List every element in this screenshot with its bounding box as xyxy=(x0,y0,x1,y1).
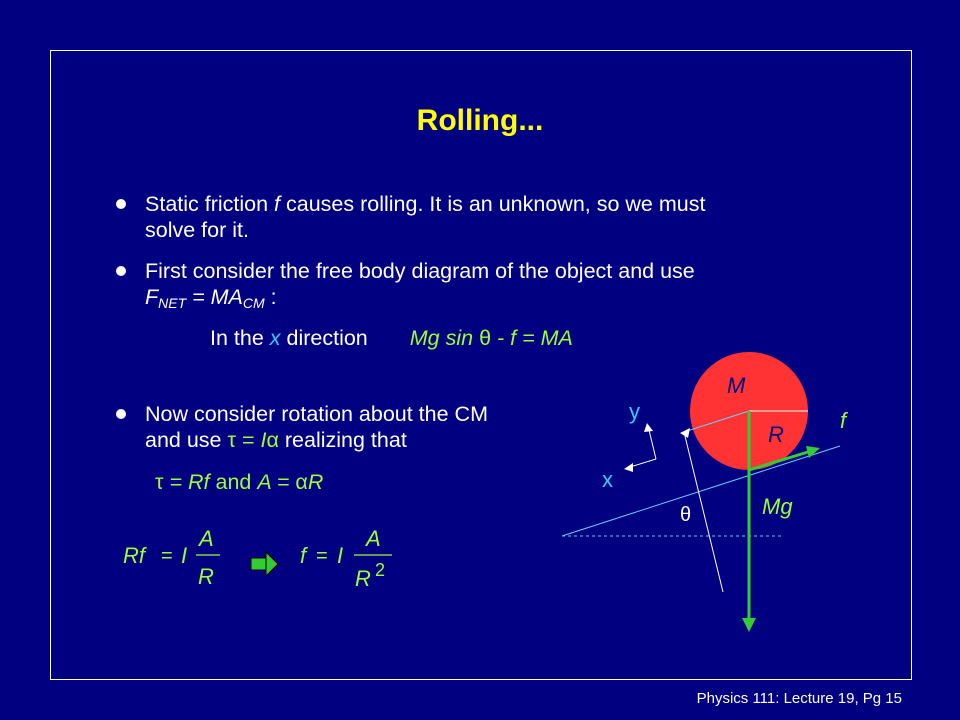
bullet-1-text-c: solve for it. xyxy=(145,218,249,242)
bullet-3-eq: = xyxy=(235,428,261,452)
torque-a: A = xyxy=(257,470,296,494)
x-axis-arrowhead xyxy=(624,463,633,472)
eq1-equals: = xyxy=(161,545,173,567)
bullet-2-sub-net: NET xyxy=(158,295,187,311)
y-axis-line xyxy=(648,429,657,460)
bullet-marker-1 xyxy=(116,199,126,209)
y-axis-arrowhead xyxy=(644,423,653,432)
eq1-I: I xyxy=(181,543,187,568)
torque-alpha: α xyxy=(295,470,308,494)
bullet-2-var-F: F xyxy=(145,285,159,309)
bullet-3-I: I xyxy=(260,428,267,452)
implies-arrow-icon xyxy=(250,550,279,578)
x-axis-line xyxy=(629,458,657,468)
eq2-I: I xyxy=(337,543,343,568)
eq2-denominator: R xyxy=(355,566,371,591)
xdir-mid: direction xyxy=(280,326,368,350)
y-axis-label: y xyxy=(629,399,640,424)
eq1-denominator: R xyxy=(198,564,214,589)
torque-r: R xyxy=(307,470,324,494)
torque-and: and xyxy=(209,470,258,494)
guide-arrowhead xyxy=(680,428,690,438)
bullet-text-2: First consider the free body diagram of … xyxy=(145,258,695,316)
bullet-2-eq: = MA xyxy=(186,285,243,309)
weight-arrowhead xyxy=(742,618,756,632)
eq1-numerator: A xyxy=(197,526,214,551)
torque-rf: = Rf xyxy=(163,470,210,494)
bullet-3-alpha: α xyxy=(266,428,279,452)
bullet-2-colon: : xyxy=(264,285,277,309)
friction-arrowhead xyxy=(806,446,820,458)
bullet-3-text-b: and use xyxy=(145,428,228,452)
eq2-numerator: A xyxy=(364,526,381,551)
bullet-3-text-a: Now consider rotation about the CM xyxy=(145,402,488,426)
xdir-theta: θ xyxy=(479,326,492,350)
slide-frame xyxy=(50,50,912,680)
bullet-marker-3 xyxy=(116,409,126,419)
normal-guide-line xyxy=(683,410,750,433)
bullet-1-text-b: causes rolling. It is an unknown, so we … xyxy=(280,192,706,216)
eq2-lhs: f xyxy=(300,543,309,568)
bullet-marker-2 xyxy=(116,266,126,276)
slide-footer: Physics 111: Lecture 19, Pg 15 xyxy=(696,690,902,707)
eq1-lhs: Rf xyxy=(123,543,148,568)
x-axis-label: x xyxy=(602,467,613,492)
eq2-exponent: 2 xyxy=(375,560,385,580)
incline-line xyxy=(561,445,841,537)
friction-arrow xyxy=(748,450,809,472)
angle-guide-line xyxy=(683,431,724,593)
xdir-mg: Mg sin xyxy=(409,326,480,350)
xdir-x: x xyxy=(269,326,281,350)
mass-label: M xyxy=(727,373,746,398)
bullet-1-var-f: f xyxy=(274,192,281,216)
friction-label: f xyxy=(840,408,849,433)
bullet-text-1: Static friction f causes rolling. It is … xyxy=(145,191,705,243)
bullet-text-3: Now consider rotation about the CM and u… xyxy=(145,401,488,453)
radius-label: R xyxy=(768,422,784,447)
bullet-3-text-c: realizing that xyxy=(278,428,407,452)
bullet-2-text-a: First consider the free body diagram of … xyxy=(145,259,695,283)
bullet-1-text-a: Static friction xyxy=(145,192,275,216)
eq2-equals: = xyxy=(316,545,328,567)
slide-title: Rolling... xyxy=(416,104,544,137)
torque-tau: τ xyxy=(155,470,164,494)
x-direction-equation: In the x direction Mg sin θ - f = MA xyxy=(210,325,573,351)
weight-label: Mg xyxy=(762,494,793,519)
bullet-3-tau: τ xyxy=(227,428,236,452)
torque-relation: τ = Rf and A = αR xyxy=(155,469,323,495)
xdir-pre: In the xyxy=(210,326,270,350)
xdir-rest: - f = MA xyxy=(491,326,573,350)
bullet-2-sub-cm: CM xyxy=(242,295,265,311)
angle-label: θ xyxy=(680,504,691,526)
